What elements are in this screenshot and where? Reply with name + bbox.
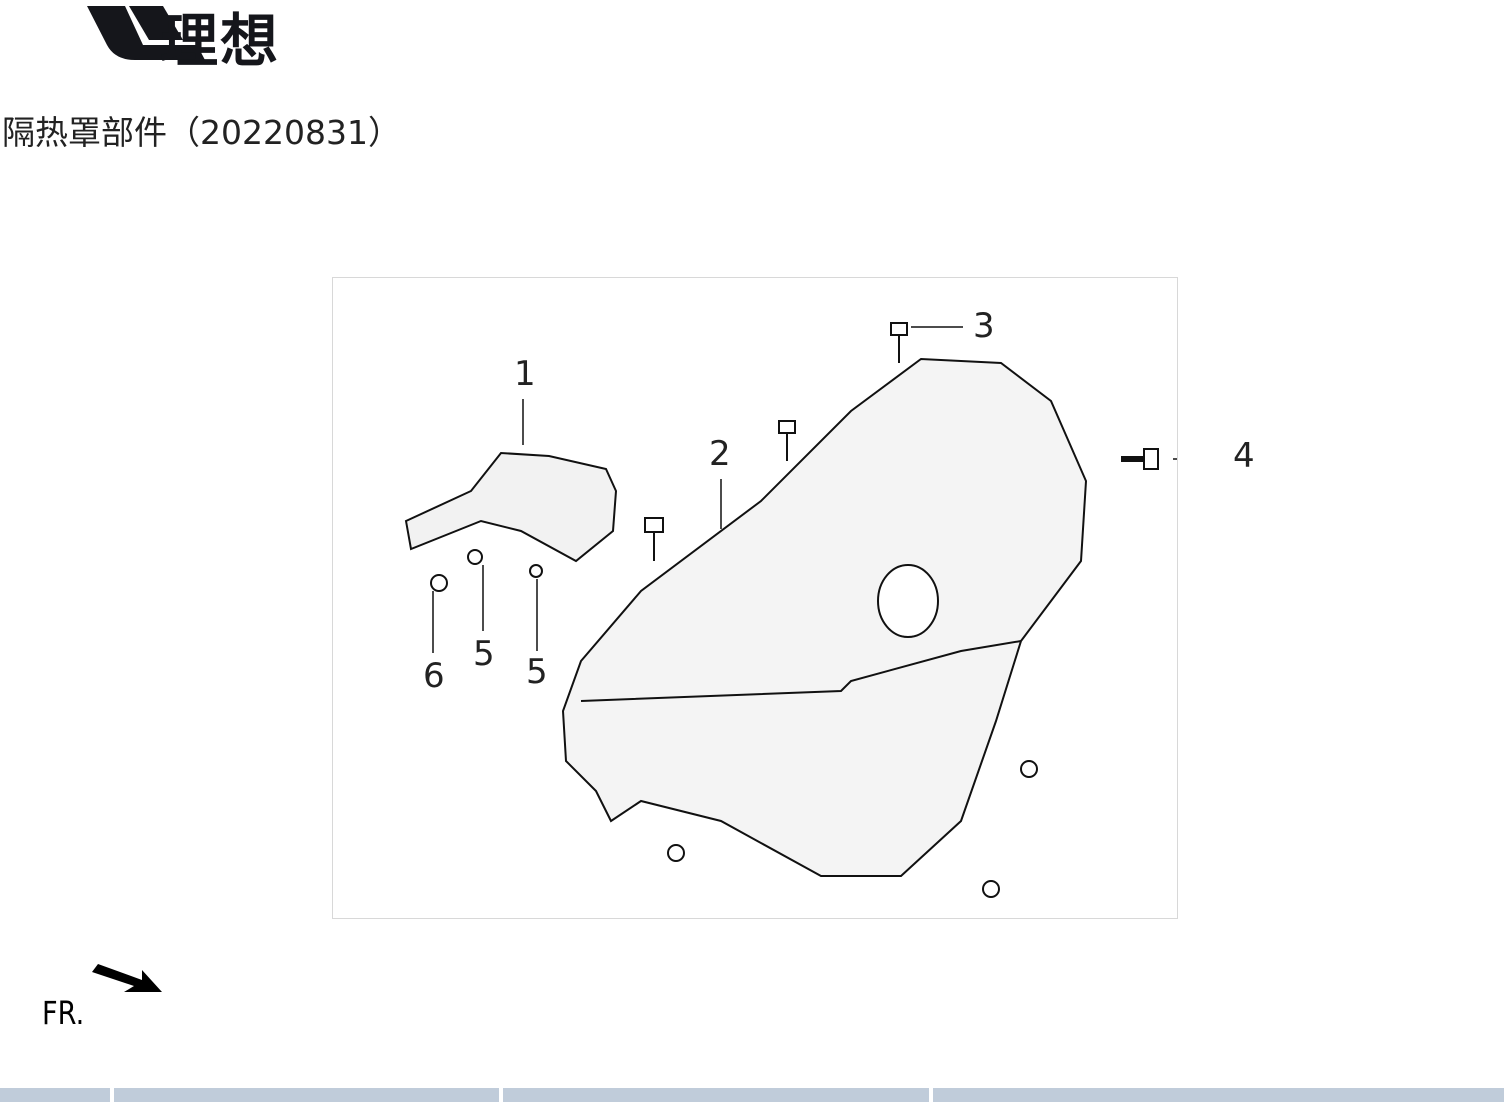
callout-4: 4 bbox=[1233, 436, 1255, 476]
bolts bbox=[430, 322, 1159, 898]
brand-name: 理想 bbox=[160, 7, 281, 75]
parts-table-header bbox=[0, 1088, 1504, 1102]
leader-lines bbox=[432, 326, 1177, 653]
callout-3: 3 bbox=[973, 306, 995, 346]
part-2-heat-shield bbox=[561, 357, 1088, 877]
callout-2: 2 bbox=[709, 434, 731, 474]
callout-1: 1 bbox=[514, 354, 536, 394]
front-direction-arrow-icon bbox=[92, 964, 162, 992]
parts-diagram: 1 2 3 4 5 5 6 bbox=[332, 277, 1255, 919]
page-title: 隔热罩部件（20220831） bbox=[2, 113, 401, 152]
callout-6: 6 bbox=[423, 656, 445, 696]
part-1-bracket bbox=[404, 451, 618, 563]
front-direction-label: FR. bbox=[42, 994, 85, 1032]
table-header-cell bbox=[114, 1088, 499, 1102]
table-header-cell bbox=[0, 1088, 110, 1102]
heat-shield-illustration bbox=[404, 322, 1177, 898]
callout-5a: 5 bbox=[473, 634, 495, 674]
callout-5b: 5 bbox=[526, 652, 548, 692]
table-header-cell bbox=[933, 1088, 1504, 1102]
brand-logo bbox=[87, 6, 205, 60]
table-header-cell bbox=[503, 1088, 929, 1102]
